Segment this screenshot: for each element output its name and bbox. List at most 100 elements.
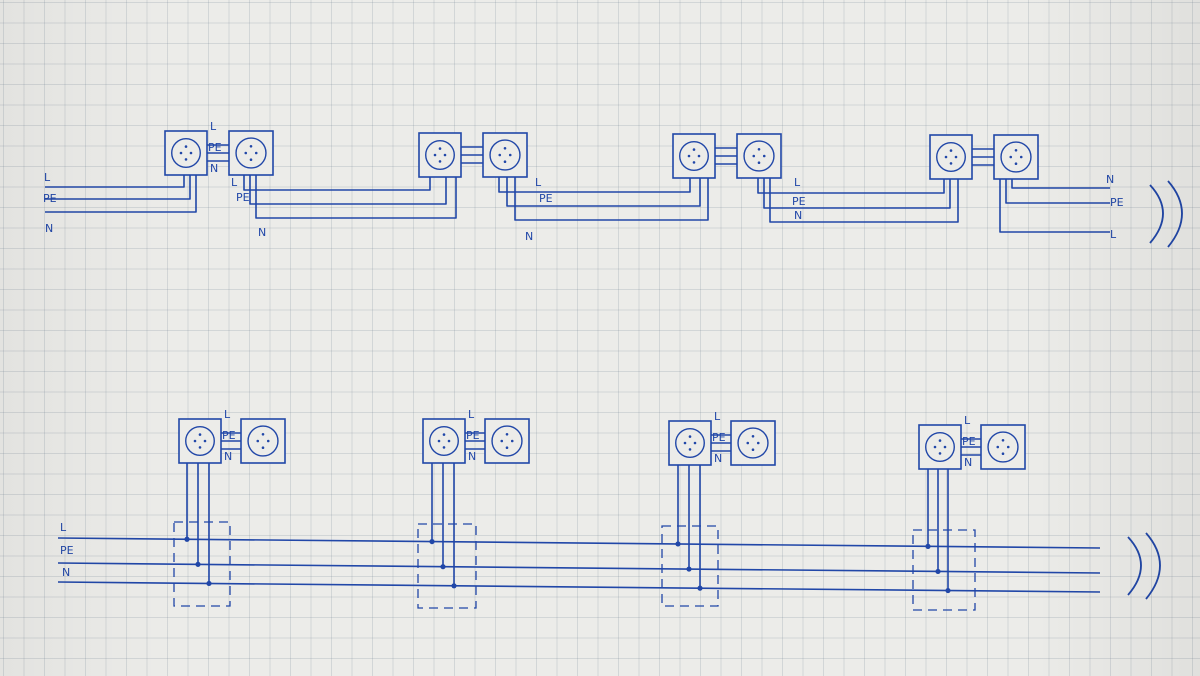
junction-dot	[675, 541, 681, 547]
socket-icon	[429, 426, 459, 456]
loop-1-PE	[249, 175, 447, 205]
socket-contact-dot	[944, 155, 948, 159]
socket-contact-dot	[261, 432, 265, 436]
socket-icon	[425, 140, 455, 170]
socket-contact-dot	[254, 151, 258, 155]
loop-1-label-N: N	[258, 226, 266, 239]
junction-box-icon	[173, 521, 231, 607]
bottom-pair-3-socket-left	[668, 420, 712, 466]
junction-dot	[945, 587, 951, 594]
wire-labels: LPENLPENLPENLPENLPENNPELLPENLPENLPENLPEN…	[43, 120, 1124, 579]
socket-contact-dot	[692, 161, 696, 164]
socket-icon	[679, 141, 709, 171]
socket-contact-dot	[752, 154, 756, 158]
bottom-pair-4-socket-left	[918, 424, 962, 470]
bridge-label-L: L	[714, 410, 721, 423]
junction-dot	[440, 564, 446, 570]
top-pair-2-socket-left	[418, 132, 462, 178]
top-pair-2-socket-right	[482, 132, 528, 178]
socket-contact-dot	[996, 445, 1000, 449]
bottom-pair-2-socket-left	[422, 418, 466, 464]
loop-2-label-N: N	[525, 230, 533, 243]
top-pair-4-socket-right	[993, 134, 1039, 180]
socket-contact-dot	[949, 162, 953, 165]
arrow-stroke	[1149, 184, 1164, 244]
socket-icon	[185, 426, 215, 456]
continuation-arrow-icon	[1149, 180, 1183, 248]
loop-1-label-L: L	[231, 176, 238, 189]
socket-contact-dot	[687, 154, 691, 158]
socket-contact-dot	[510, 439, 514, 443]
socket-icon	[675, 428, 705, 458]
socket-contact-dot	[938, 439, 942, 442]
socket-contact-dot	[954, 155, 958, 159]
loop-3-label-N: N	[794, 209, 802, 222]
socket-boxes	[164, 130, 1039, 470]
markers	[173, 180, 1183, 611]
junction-box-icon	[912, 529, 976, 611]
bridge-label-PE: PE	[208, 141, 222, 154]
bottom-pair-2-socket-right	[484, 418, 530, 464]
socket-contact-dot	[751, 434, 755, 438]
loop-2-PE	[506, 177, 701, 207]
bridge-label-N: N	[468, 450, 476, 463]
socket-contact-dot	[697, 154, 701, 158]
socket-contact-dot	[266, 439, 270, 443]
loop-3-N	[769, 178, 959, 223]
bridge-label-N: N	[714, 452, 722, 465]
junction-dot	[935, 568, 941, 575]
bridge-label-PE: PE	[222, 429, 236, 442]
junction-dot	[925, 543, 931, 549]
socket-contact-dot	[189, 151, 193, 155]
top-pair-3-socket-left	[672, 133, 716, 179]
socket-contact-dot	[249, 158, 253, 162]
socket-icon	[235, 137, 267, 169]
socket-icon	[1000, 141, 1032, 173]
socket-contact-dot	[433, 153, 437, 157]
junction-dot	[429, 538, 435, 545]
feed-L	[45, 175, 185, 188]
socket-contact-dot	[198, 446, 202, 449]
feed-N	[45, 175, 197, 213]
out-N	[1011, 179, 1110, 189]
socket-contact-dot	[1001, 452, 1005, 456]
socket-icon	[987, 431, 1019, 463]
bottom-pair-1-socket-left	[178, 418, 222, 464]
socket-contact-dot	[1001, 438, 1005, 442]
arrow-stroke	[1127, 536, 1142, 596]
socket-contact-dot	[757, 161, 761, 165]
socket-contact-dot	[184, 145, 188, 148]
socket-contact-dot	[438, 147, 442, 150]
arrow-stroke	[1145, 532, 1161, 600]
junction-box-icon	[661, 525, 719, 607]
top-pair-4-socket-left	[929, 134, 973, 180]
bottom-pair-1-socket-right	[240, 418, 286, 464]
feed-PE	[45, 175, 191, 200]
junction-dot	[686, 566, 692, 572]
out-PE	[1005, 179, 1110, 204]
socket-contact-dot	[1006, 445, 1010, 449]
socket-icon	[743, 140, 775, 172]
continuation-arrow-icon	[1127, 532, 1161, 600]
socket-contact-dot	[746, 441, 750, 445]
socket-icon	[247, 425, 279, 457]
loop-3-PE	[763, 178, 951, 209]
socket-contact-dot	[193, 439, 197, 443]
bus-L	[57, 537, 1101, 549]
socket-contact-dot	[442, 433, 446, 436]
bus-label-PE: PE	[60, 544, 74, 557]
loop-3-label-L: L	[794, 176, 801, 189]
socket-contact-dot	[692, 148, 696, 151]
socket-contact-dot	[503, 160, 507, 164]
loop-2-L	[498, 177, 691, 193]
socket-contact-dot	[505, 446, 509, 450]
top-pair-1-socket-left	[164, 130, 208, 176]
socket-contact-dot	[762, 154, 766, 158]
socket-contact-dot	[198, 433, 202, 436]
socket-icon	[491, 425, 523, 457]
socket-contact-dot	[443, 153, 447, 157]
bridge-label-PE: PE	[712, 431, 726, 444]
socket-contact-dot	[203, 439, 207, 443]
junction-dot	[195, 561, 201, 567]
top-pair-1-socket-right	[228, 130, 274, 176]
